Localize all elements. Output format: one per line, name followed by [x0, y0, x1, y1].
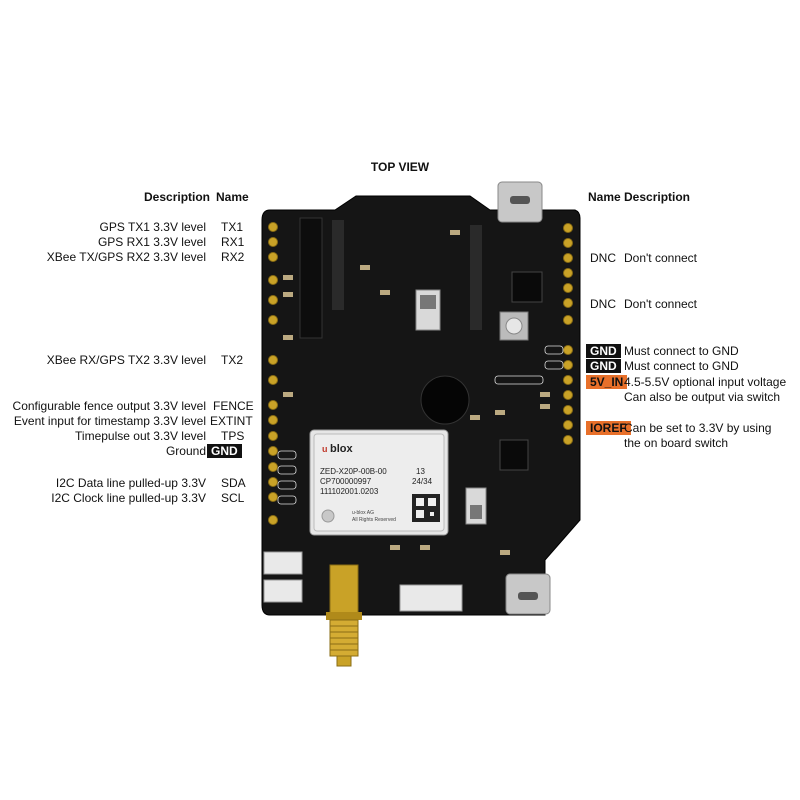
left-pin-name: RX2 [221, 250, 245, 264]
module-num2: 24/34 [412, 477, 433, 486]
left-pin-description: GPS RX1 3.3V level [97, 235, 206, 249]
switch-knob [470, 505, 482, 519]
left-pin-description: Ground [165, 444, 206, 458]
ublox-module: u blox ZED-X20P-00B-00 13 CP700000997 24… [309, 429, 449, 536]
ic-chip [499, 439, 529, 471]
left-pin-name: SDA [221, 476, 246, 490]
ic-chip [511, 271, 543, 303]
module-serial: 111102001.0203 [320, 487, 379, 496]
usb-c-port [510, 196, 530, 204]
right-pin-name: DNC [590, 297, 616, 311]
module-code: CP700000997 [320, 477, 372, 486]
right-pin-name-ioref-tag: IOREF [586, 421, 631, 435]
right-pin-description: Can be set to 3.3V by using [624, 421, 772, 435]
left-pin-description: Configurable fence output 3.3V level [12, 399, 206, 413]
switch-knob [420, 295, 436, 309]
right-pin-description: 4.5-5.5V optional input voltage [624, 375, 787, 389]
left-pin-description: GPS TX1 3.3V level [99, 220, 207, 234]
left-pin-description: I2C Clock line pulled-up 3.3V [51, 491, 206, 505]
right-pin-name-gnd-tag: GND [586, 359, 621, 373]
left-pin-name: RX1 [221, 235, 245, 249]
right-header-pins [563, 223, 573, 445]
left-pin-description: I2C Data line pulled-up 3.3V [55, 476, 206, 490]
right-pin-name-5v-tag: 5V_IN [586, 375, 628, 389]
right-pin-description: Must connect to GND [624, 344, 739, 358]
right-pin-description: the on board switch [624, 436, 729, 450]
diagram-title: TOP VIEW [370, 160, 430, 174]
module-pin1-marker [321, 509, 335, 523]
qwiic-connector [263, 579, 303, 603]
right-pin-name: DNC [590, 251, 616, 265]
left-pin-name: TPS [221, 429, 245, 443]
right-description-header: Description [624, 190, 691, 204]
jst-connector [399, 584, 463, 612]
left-pin-name-gnd-tag: GND [207, 444, 242, 458]
right-pin-name-gnd-tag: GND [586, 344, 621, 358]
left-pin-description: Event input for timestamp 3.3V level [13, 414, 206, 428]
left-pin-name: TX2 [221, 353, 244, 367]
left-name-header: Name [216, 190, 249, 204]
right-pin-description: Can also be output via switch [624, 390, 781, 404]
right-pin-description: Don't connect [624, 297, 698, 311]
left-pin-description: Timepulse out 3.3V level [75, 429, 206, 443]
module-num1: 13 [416, 467, 425, 476]
module-footer2: All Rights Reserved [352, 517, 396, 523]
usb-c-port [518, 592, 538, 600]
board-pin-label-boxes [277, 345, 564, 505]
backup-battery [420, 375, 470, 425]
right-pin-description: Don't connect [624, 251, 698, 265]
left-pin-name: TX1 [221, 220, 244, 234]
module-brand: blox [330, 443, 353, 455]
passive-components [283, 230, 550, 555]
module-footer1: u-blox AG [352, 510, 374, 516]
right-pin-description: Must connect to GND [624, 359, 739, 373]
right-name-header: Name [588, 190, 621, 204]
module-model: ZED-X20P-00B-00 [320, 467, 387, 476]
left-pin-name: FENCE [213, 399, 254, 413]
left-header-pins [268, 222, 278, 525]
pin-header-strip [332, 220, 344, 310]
left-pin-description: XBee RX/GPS TX2 3.3V level [46, 353, 206, 367]
pin-header-strip [470, 225, 482, 330]
qwiic-connector [263, 551, 303, 575]
sma-connector [326, 564, 362, 667]
left-pin-name: SCL [221, 491, 245, 505]
left-pin-description: XBee TX/GPS RX2 3.3V level [46, 250, 206, 264]
left-description-header: Description [144, 190, 211, 204]
left-pin-name: EXTINT [210, 414, 253, 428]
ic-chip [299, 217, 323, 339]
reset-button-cap [505, 317, 523, 335]
module-brand-prefix: u [322, 444, 328, 454]
